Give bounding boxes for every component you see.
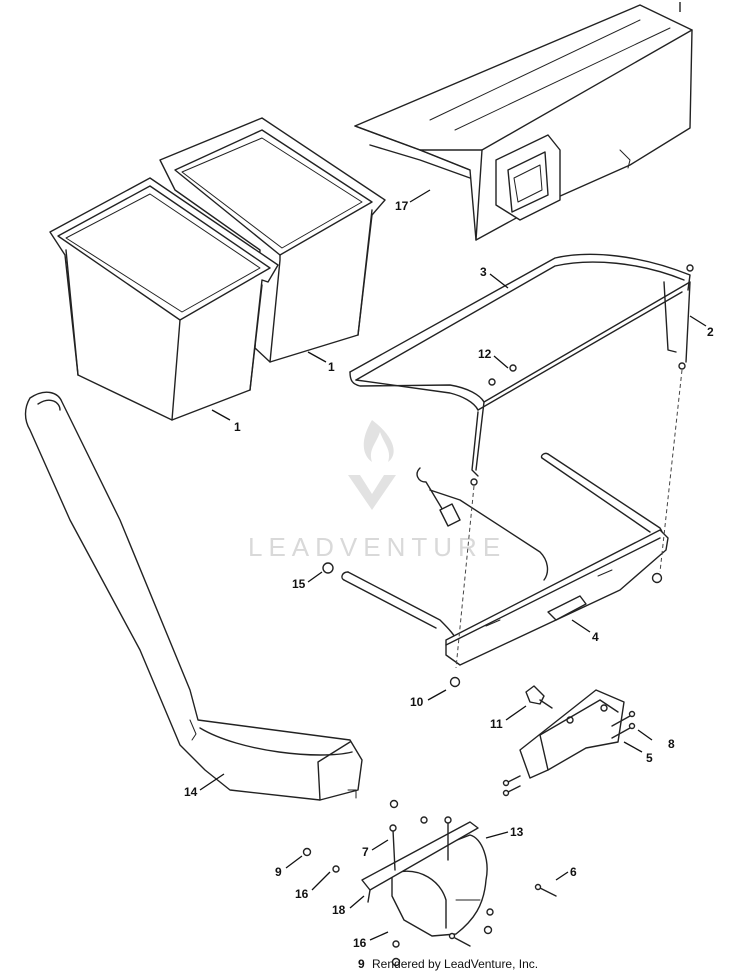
callout-4[interactable]: 4 (571, 619, 599, 644)
svg-text:9: 9 (358, 957, 365, 971)
svg-text:7: 7 (362, 845, 369, 859)
svg-text:11: 11 (490, 717, 503, 731)
svg-text:9: 9 (275, 865, 282, 879)
callout-3[interactable]: 3 (480, 265, 509, 289)
callout-15[interactable]: 15 (292, 571, 323, 591)
hardware-items (302, 264, 694, 967)
leadventure-watermark: LEADVENTURE (248, 420, 506, 562)
callout-9-side[interactable]: 9 (275, 855, 303, 879)
bolt-set-part[interactable] (502, 710, 636, 797)
svg-text:12: 12 (478, 347, 492, 361)
svg-text:14: 14 (184, 785, 198, 799)
chute-cover-part[interactable] (354, 4, 693, 241)
callout-7[interactable]: 7 (362, 839, 389, 859)
svg-text:4: 4 (592, 630, 599, 644)
svg-text:5: 5 (646, 751, 653, 765)
callout-2[interactable]: 2 (689, 315, 714, 339)
svg-text:15: 15 (292, 577, 306, 591)
watermark-text: LEADVENTURE (248, 532, 506, 562)
deflector-bracket-part[interactable] (361, 821, 479, 903)
svg-text:1: 1 (234, 420, 241, 434)
callouts: 17 1 1 3 2 12 15 4 (184, 2, 714, 971)
callout-1-front[interactable]: 1 (211, 409, 241, 434)
svg-text:2: 2 (707, 325, 714, 339)
grass-bag-rear-part[interactable] (159, 117, 386, 363)
callout-9-bottom[interactable]: 9 (358, 957, 365, 971)
svg-text:17: 17 (395, 199, 409, 213)
flame-logo-icon (363, 420, 394, 462)
callout-14[interactable]: 14 (184, 773, 225, 799)
footer-credit: Rendered by LeadVenture, Inc. (372, 957, 538, 971)
svg-text:3: 3 (480, 265, 487, 279)
svg-text:8: 8 (668, 737, 675, 751)
bag-frame-upper-part[interactable] (349, 253, 691, 477)
callout-5[interactable]: 5 (623, 741, 653, 765)
callout-10[interactable]: 10 (410, 689, 447, 709)
callout-11[interactable]: 11 (490, 705, 527, 731)
svg-text:6: 6 (570, 865, 577, 879)
svg-text:13: 13 (510, 825, 524, 839)
callout-18[interactable]: 18 (332, 895, 365, 917)
bag-frame-base-part[interactable] (341, 452, 669, 666)
callout-17[interactable]: 17 (395, 189, 431, 213)
svg-text:1: 1 (328, 360, 335, 374)
callout-1-rear[interactable]: 1 (307, 351, 335, 374)
callout-16-bottom[interactable]: 16 (353, 931, 389, 950)
knob-part[interactable] (525, 685, 553, 709)
svg-text:10: 10 (410, 695, 424, 709)
mounting-bracket-part[interactable] (519, 689, 625, 779)
svg-text:16: 16 (353, 936, 367, 950)
v-logo-icon (348, 475, 396, 510)
svg-text:16: 16 (295, 887, 309, 901)
svg-text:18: 18 (332, 903, 346, 917)
callout-6[interactable]: 6 (555, 865, 577, 881)
alignment-lines (455, 369, 683, 669)
discharge-chute-tube-part[interactable] (24, 391, 363, 801)
grass-bag-front-part[interactable] (49, 177, 279, 421)
callout-13[interactable]: 13 (485, 825, 524, 839)
callout-16-side[interactable]: 16 (295, 871, 331, 901)
bolt-7 (392, 829, 396, 871)
callout-8[interactable]: 8 (637, 729, 675, 751)
callout-12[interactable]: 12 (478, 347, 509, 369)
